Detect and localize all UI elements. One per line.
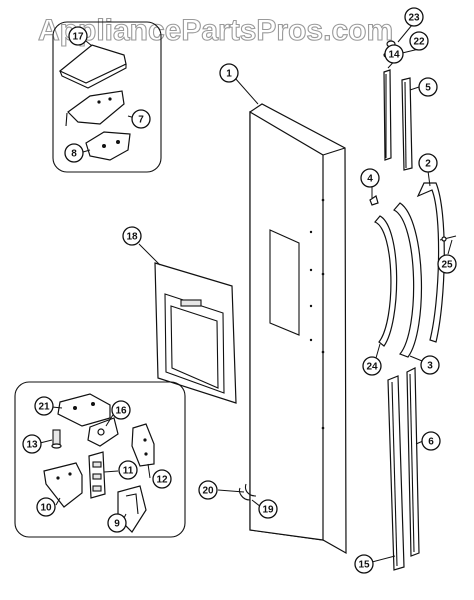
hinge-shim [85, 131, 131, 161]
callout-8[interactable]: 8 [64, 143, 84, 163]
callout-17[interactable]: 17 [68, 26, 88, 46]
callout-25[interactable]: 25 [437, 254, 457, 274]
callout-12[interactable]: 12 [152, 469, 172, 489]
callout-13[interactable]: 13 [22, 434, 42, 454]
callout-label: 8 [71, 149, 77, 160]
callout-15[interactable]: 15 [354, 554, 374, 574]
callout-label: 5 [425, 83, 431, 94]
watermark: AppliancePartsPros.com [38, 14, 393, 47]
callout-4[interactable]: 4 [360, 168, 380, 188]
callout-label: 24 [366, 362, 378, 373]
callout-11[interactable]: 11 [118, 460, 138, 480]
callout-label: 25 [441, 260, 453, 271]
callout-label: 4 [367, 174, 373, 185]
callout-label: 14 [388, 50, 400, 61]
callout-label: 22 [413, 37, 425, 48]
callout-2[interactable]: 2 [418, 153, 438, 173]
dispenser-trim [154, 262, 237, 404]
callout-label: 7 [138, 115, 144, 126]
callout-label: 18 [126, 232, 138, 243]
callout-19[interactable]: 19 [258, 499, 278, 519]
callout-label: 17 [72, 32, 84, 43]
callout-18[interactable]: 18 [122, 226, 142, 246]
callout-16[interactable]: 16 [111, 400, 131, 420]
callout-label: 11 [123, 466, 134, 477]
callout-label: 20 [202, 486, 214, 497]
callout-1[interactable]: 1 [219, 63, 239, 83]
callout-label: 21 [38, 402, 50, 413]
upper-hinge-plate [67, 90, 125, 125]
callout-9[interactable]: 9 [107, 513, 127, 533]
callout-20[interactable]: 20 [198, 480, 218, 500]
callout-label: 2 [425, 159, 431, 170]
callout-3[interactable]: 3 [420, 355, 440, 375]
callout-14[interactable]: 14 [384, 44, 404, 64]
callout-label: 3 [427, 361, 433, 372]
callout-7[interactable]: 7 [131, 109, 151, 129]
callout-label: 13 [26, 440, 38, 451]
callout-5[interactable]: 5 [418, 77, 438, 97]
trim-strips [369, 40, 457, 571]
callout-24[interactable]: 24 [362, 356, 382, 376]
callout-6[interactable]: 6 [421, 431, 441, 451]
callout-label: 15 [358, 560, 370, 571]
callout-23[interactable]: 23 [404, 7, 424, 27]
callout-21[interactable]: 21 [34, 396, 54, 416]
door-panel [238, 103, 347, 555]
callout-label: 1 [226, 69, 232, 80]
callout-label: 19 [262, 505, 274, 516]
callout-22[interactable]: 22 [409, 31, 429, 51]
callout-label: 9 [114, 519, 120, 530]
callout-label: 6 [428, 437, 434, 448]
callout-label: 10 [40, 503, 52, 514]
hinge-inset-top [52, 21, 162, 173]
hinge-cover-part [58, 44, 127, 84]
callout-10[interactable]: 10 [36, 497, 56, 517]
callout-label: 23 [408, 13, 420, 24]
callout-label: 16 [115, 406, 127, 417]
callout-label: 12 [156, 475, 168, 486]
